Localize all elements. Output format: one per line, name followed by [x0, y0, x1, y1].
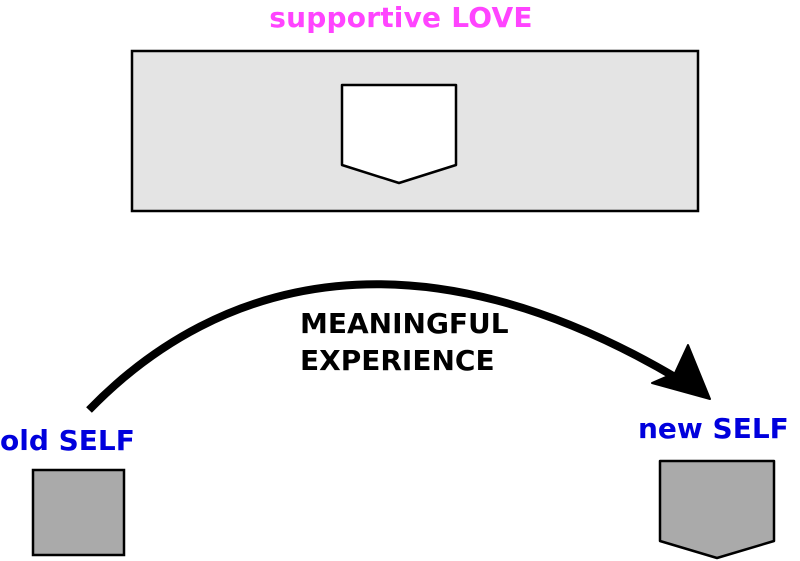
- old-self-label: old SELF: [0, 424, 135, 457]
- old-self-square-icon: [31, 468, 126, 557]
- experience-arrowhead-icon: [651, 344, 711, 400]
- meaningful-label: MEANINGFUL: [300, 307, 509, 340]
- slot-pentagon-icon: [340, 83, 458, 185]
- new-self-label: new SELF: [638, 412, 789, 445]
- experience-arrow-curve: [86, 280, 683, 413]
- supportive-love-label: supportive LOVE: [269, 1, 533, 34]
- new-self-pentagon-icon: [658, 459, 776, 560]
- experience-label: EXPERIENCE: [300, 344, 495, 377]
